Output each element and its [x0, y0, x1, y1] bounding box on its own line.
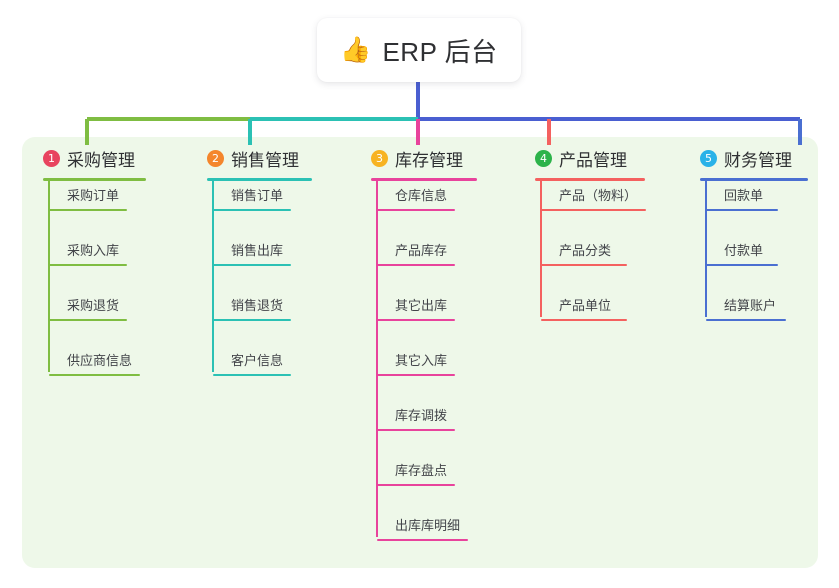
leaf-underline	[541, 264, 627, 266]
diagram-panel	[22, 137, 818, 568]
leaf-underline	[541, 319, 627, 321]
leaf-node[interactable]: 库存盘点	[377, 460, 455, 486]
branch-header-5[interactable]: 5 财务管理	[700, 146, 808, 170]
leaf-underline	[213, 209, 291, 211]
leaf-node[interactable]: 销售退货	[213, 295, 291, 321]
leaf-node-label: 销售退货	[231, 298, 284, 313]
leaf-node[interactable]: 产品（物料）	[541, 185, 646, 211]
branch-column-4: 4 产品管理产品（物料） 产品分类产品单位	[535, 146, 646, 321]
branch-column-2: 2 销售管理销售订单销售出库销售退货客户信息	[207, 146, 312, 376]
branch-underline	[371, 178, 477, 181]
branch-title: 财务管理	[724, 150, 792, 170]
branch-header-4[interactable]: 4 产品管理	[535, 146, 645, 170]
branch-underline	[700, 178, 808, 181]
leaf-node[interactable]: 客户信息	[213, 350, 291, 376]
branch-column-3: 3 库存管理仓库信息产品库存其它出库其它入库库存调拨库存盘点出库库明细	[371, 146, 477, 541]
branch-title: 产品管理	[559, 150, 627, 170]
leaf-underline	[213, 319, 291, 321]
leaf-node-label: 产品库存	[395, 243, 448, 258]
leaf-node-label: 产品（物料）	[559, 188, 638, 203]
leaf-underline	[377, 484, 455, 486]
leaf-node[interactable]: 回款单	[706, 185, 778, 211]
leaf-node-label: 其它出库	[395, 298, 448, 313]
leaf-node-label: 出库库明细	[395, 518, 461, 533]
leaf-underline	[213, 374, 291, 376]
leaf-node-label: 供应商信息	[67, 353, 133, 368]
leaf-underline	[377, 374, 455, 376]
leaf-node[interactable]: 结算账户	[706, 295, 786, 321]
leaf-underline	[706, 209, 778, 211]
leaf-node[interactable]: 库存调拨	[377, 405, 455, 431]
leaf-node[interactable]: 采购退货	[49, 295, 127, 321]
leaf-underline	[706, 319, 786, 321]
leaf-underline	[377, 264, 455, 266]
thumbs-up-icon: 👍	[340, 35, 372, 64]
leaf-node-label: 采购订单	[67, 188, 120, 203]
leaf-underline	[377, 429, 455, 431]
root-node-label: ERP 后台	[382, 36, 498, 67]
leaf-underline	[377, 209, 455, 211]
leaf-node-label: 仓库信息	[395, 188, 448, 203]
branch-number-badge: 1	[43, 149, 60, 167]
leaf-node[interactable]: 采购入库	[49, 240, 127, 266]
leaf-node[interactable]: 销售订单	[213, 185, 291, 211]
branch-header-3[interactable]: 3 库存管理	[371, 146, 477, 170]
leaf-node-label: 销售订单	[231, 188, 284, 203]
leaf-node-label: 产品分类	[559, 243, 612, 258]
branch-underline	[207, 178, 312, 181]
branch-underline	[535, 178, 645, 181]
branch-title: 库存管理	[395, 150, 463, 170]
leaf-node-label: 其它入库	[395, 353, 448, 368]
leaf-node-label: 库存调拨	[395, 408, 448, 423]
leaf-underline	[49, 374, 140, 376]
leaf-underline	[541, 209, 646, 211]
leaf-node-label: 采购入库	[67, 243, 120, 258]
leaf-underline	[706, 264, 778, 266]
leaf-node-label: 客户信息	[231, 353, 284, 368]
leaf-node-label: 销售出库	[231, 243, 284, 258]
leaf-node-label: 库存盘点	[395, 463, 448, 478]
leaf-underline	[49, 319, 127, 321]
branch-header-2[interactable]: 2 销售管理	[207, 146, 312, 170]
branch-column-5: 5 财务管理回款单付款单结算账户	[700, 146, 808, 321]
leaf-node-label: 付款单	[724, 243, 764, 258]
leaf-node[interactable]: 其它入库	[377, 350, 455, 376]
leaf-underline	[213, 264, 291, 266]
leaf-node[interactable]: 供应商信息	[49, 350, 140, 376]
leaf-node[interactable]: 其它出库	[377, 295, 455, 321]
leaf-node-label: 回款单	[724, 188, 764, 203]
branch-number-badge: 4	[535, 149, 552, 167]
leaf-underline	[49, 209, 127, 211]
branch-number-badge: 3	[371, 149, 388, 167]
leaf-node[interactable]: 采购订单	[49, 185, 127, 211]
leaf-underline	[377, 539, 468, 541]
leaf-node-label: 采购退货	[67, 298, 120, 313]
branch-number-badge: 2	[207, 149, 224, 167]
branch-title: 采购管理	[67, 150, 135, 170]
leaf-node-label: 产品单位	[559, 298, 612, 313]
leaf-node-label: 结算账户	[724, 298, 777, 313]
root-node[interactable]: 👍 ERP 后台	[317, 18, 521, 82]
leaf-node[interactable]: 产品分类	[541, 240, 627, 266]
branch-title: 销售管理	[231, 150, 299, 170]
leaf-node[interactable]: 销售出库	[213, 240, 291, 266]
branch-underline	[43, 178, 146, 181]
leaf-node[interactable]: 付款单	[706, 240, 778, 266]
branch-number-badge: 5	[700, 149, 717, 167]
branch-column-1: 1 采购管理采购订单采购入库采购退货供应商信息	[43, 146, 146, 376]
leaf-node[interactable]: 出库库明细	[377, 515, 468, 541]
leaf-underline	[49, 264, 127, 266]
leaf-node[interactable]: 仓库信息	[377, 185, 455, 211]
leaf-node[interactable]: 产品单位	[541, 295, 627, 321]
leaf-underline	[377, 319, 455, 321]
branch-header-1[interactable]: 1 采购管理	[43, 146, 146, 170]
leaf-node[interactable]: 产品库存	[377, 240, 455, 266]
